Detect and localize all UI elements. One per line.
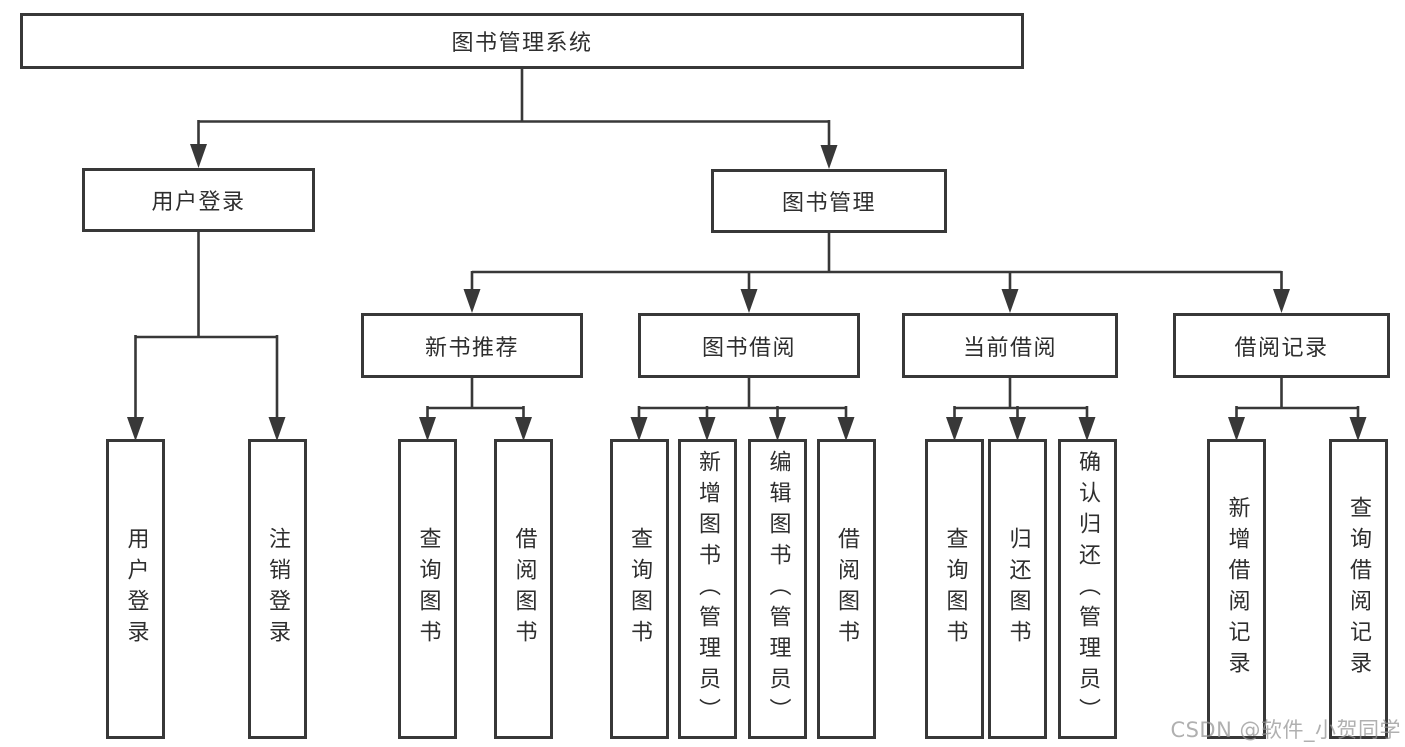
leaf-add-book-admin: 新增图书（管理员） bbox=[677, 439, 737, 739]
node-current-borrowing-label: 当前借阅 bbox=[962, 335, 1057, 361]
leaf-add-borrow-record: 新增借阅记录 bbox=[1207, 439, 1266, 739]
leaf-query-borrow-record-label: 查询借阅记录 bbox=[1346, 496, 1371, 682]
node-book-management-label: 图书管理 bbox=[781, 191, 876, 216]
node-root: 图书管理系统 bbox=[20, 13, 1024, 69]
leaf-borrow-books-borrowing: 借阅图书 bbox=[816, 439, 876, 739]
leaf-confirm-return-admin-label: 确认归还（管理员） bbox=[1075, 449, 1100, 729]
leaf-add-book-admin-label: 新增图书（管理员） bbox=[695, 449, 720, 729]
leaf-edit-book-admin: 编辑图书（管理员） bbox=[748, 439, 807, 739]
leaf-query-borrow-record: 查询借阅记录 bbox=[1328, 439, 1388, 739]
leaf-logout-label: 注销登录 bbox=[265, 527, 290, 651]
node-current-borrowing: 当前借阅 bbox=[902, 313, 1118, 378]
node-book-borrowing: 图书借阅 bbox=[638, 313, 860, 378]
leaf-add-borrow-record-label: 新增借阅记录 bbox=[1224, 496, 1250, 682]
csdn-watermark: CSDN @软件_小贺同学 bbox=[1170, 718, 1401, 742]
node-borrowing-records-label: 借阅记录 bbox=[1234, 335, 1329, 361]
leaf-borrow-books-recommend-label: 借阅图书 bbox=[511, 527, 537, 651]
leaf-confirm-return-admin: 确认归还（管理员） bbox=[1057, 439, 1117, 739]
leaf-logout: 注销登录 bbox=[247, 439, 307, 739]
node-book-management: 图书管理 bbox=[711, 169, 947, 233]
leaf-edit-book-admin-label: 编辑图书（管理员） bbox=[765, 449, 791, 729]
node-user-login-label: 用户登录 bbox=[151, 190, 246, 215]
leaf-return-books: 归还图书 bbox=[988, 439, 1047, 739]
leaf-query-books-recommend-label: 查询图书 bbox=[415, 527, 441, 651]
node-new-book-recommend: 新书推荐 bbox=[361, 313, 583, 378]
leaf-query-books-borrowing: 查询图书 bbox=[609, 439, 669, 739]
node-root-label: 图书管理系统 bbox=[451, 31, 593, 56]
leaf-query-books-current: 查询图书 bbox=[925, 439, 984, 739]
leaf-query-books-recommend: 查询图书 bbox=[398, 439, 457, 739]
leaf-return-books-label: 归还图书 bbox=[1005, 527, 1031, 651]
leaf-borrow-books-recommend: 借阅图书 bbox=[494, 439, 553, 739]
leaf-user-login-label: 用户登录 bbox=[123, 527, 149, 651]
node-borrowing-records: 借阅记录 bbox=[1173, 313, 1390, 378]
leaf-borrow-books-borrowing-label: 借阅图书 bbox=[834, 527, 859, 651]
leaf-user-login: 用户登录 bbox=[106, 439, 165, 739]
node-new-book-recommend-label: 新书推荐 bbox=[424, 335, 519, 361]
leaf-query-books-borrowing-label: 查询图书 bbox=[627, 527, 652, 651]
leaf-query-books-current-label: 查询图书 bbox=[942, 527, 968, 651]
node-book-borrowing-label: 图书借阅 bbox=[701, 335, 796, 361]
node-user-login: 用户登录 bbox=[82, 168, 315, 232]
